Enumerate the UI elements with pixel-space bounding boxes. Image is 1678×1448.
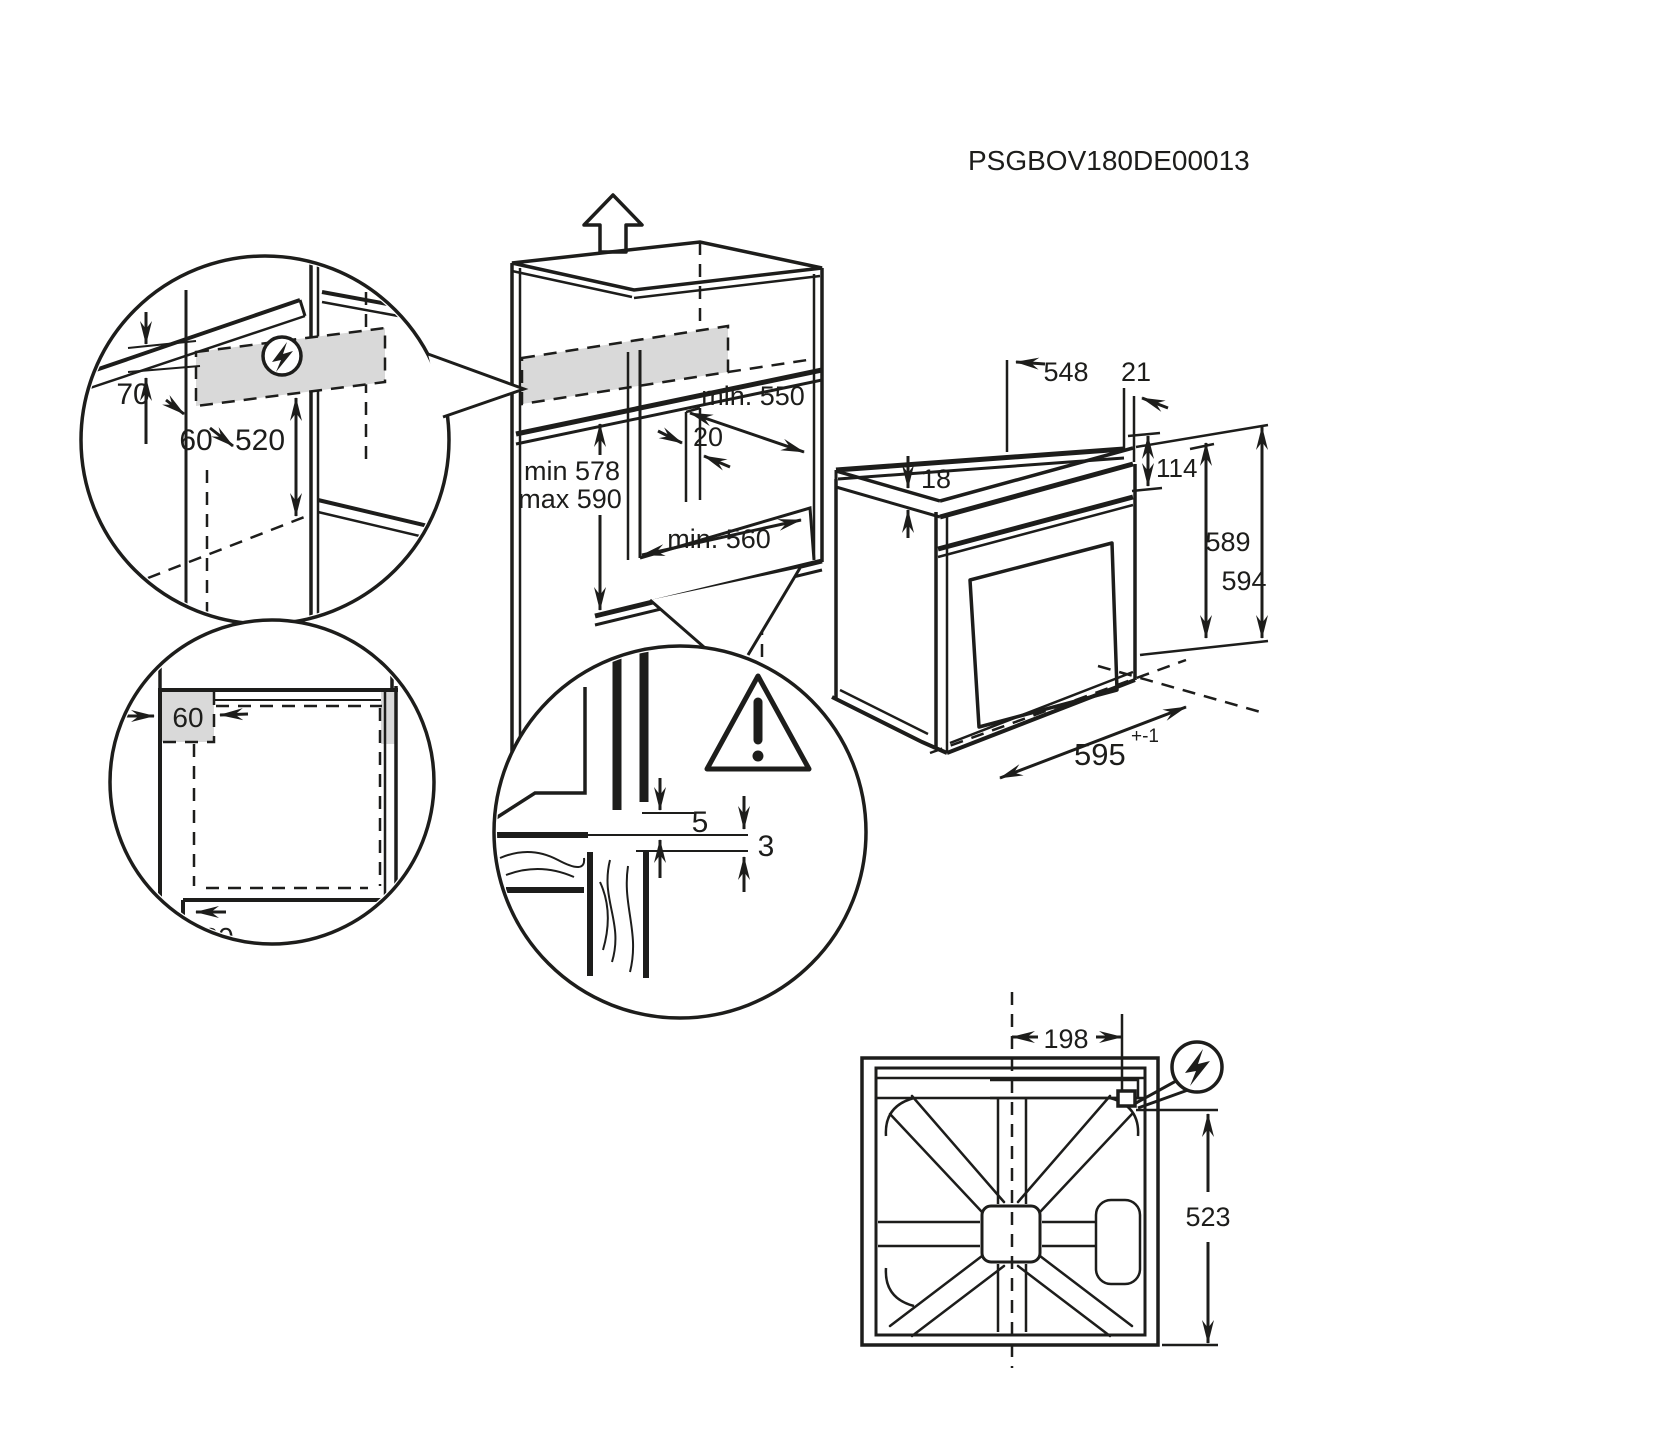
dim-zone-depth: 60 — [162, 395, 234, 457]
dim-control-panel-height: 114 — [1127, 431, 1197, 493]
dim-niche-height: min 578 max 590 — [518, 423, 622, 611]
dim-conduit-offset: 198 — [1011, 1014, 1124, 1090]
dim-top-recess: 18 — [902, 456, 951, 538]
diagram-title: PSGBOV180DE00013 — [968, 145, 1250, 176]
pull-out-arrow-icon — [582, 193, 644, 254]
connection-box — [1116, 1089, 1137, 1108]
dim-oven-depth: 548 — [1005, 357, 1089, 452]
dim-label-plan-60: 60 — [172, 702, 203, 733]
dim-label-70: 70 — [116, 378, 149, 411]
dim-label-18: 18 — [921, 464, 951, 494]
dim-gap-bottom: 3 — [738, 796, 775, 892]
detail-circle-electrical: 70 60 520 — [79, 254, 529, 626]
callout-pointer-electrical — [427, 352, 529, 419]
dim-oven-width: 595 +-1 — [999, 705, 1187, 780]
dim-label-548: 548 — [1043, 357, 1088, 387]
dim-connection-height: 523 — [1136, 1108, 1231, 1347]
detail-circle-gap: 5 3 — [492, 567, 868, 1020]
dim-label-114: 114 — [1156, 453, 1197, 483]
power-icon-rear — [1135, 1040, 1224, 1110]
wood-panel-section — [497, 650, 748, 978]
dim-label-min560: min. 560 — [667, 524, 771, 554]
dim-zone-height: 520 — [235, 397, 302, 517]
dim-zone-gap-above: 70 — [116, 312, 201, 444]
dim-label-max590: max 590 — [518, 484, 622, 514]
detail-circle-plan: 60 20 — [108, 618, 436, 946]
dim-gap-rear: 5 — [654, 778, 709, 878]
dim-rear-clearance: 21 — [1121, 357, 1169, 462]
dim-label-198: 198 — [1043, 1024, 1088, 1054]
dim-label-21: 21 — [1121, 357, 1151, 387]
dim-label-595: 595 — [1074, 737, 1126, 772]
dim-label-520: 520 — [235, 424, 285, 457]
oven-drawing: 548 21 18 114 589 5 — [831, 357, 1269, 780]
dim-label-595-tolerance: +-1 — [1131, 726, 1159, 747]
dim-niche-depth-top: min. 550 — [689, 381, 805, 454]
electrical-zone-shade-cabinet — [522, 326, 728, 404]
dim-niche-depth-bottom: min. 560 — [641, 518, 802, 557]
dim-label-3: 3 — [758, 830, 775, 863]
warning-icon — [704, 673, 812, 772]
back-panel-brace — [878, 1094, 1142, 1338]
clearance-shade-60 — [162, 692, 214, 742]
dim-label-60: 60 — [179, 424, 212, 457]
dim-label-min578: min 578 — [524, 456, 620, 486]
power-icon — [261, 335, 303, 377]
dim-label-5: 5 — [692, 806, 709, 839]
dim-oven-heights: 589 594 — [1135, 423, 1269, 657]
cabinet-drawing: min. 550 20 min 578 max 590 min. 560 — [510, 193, 824, 847]
dim-label-523: 523 — [1185, 1202, 1230, 1232]
plan-right-wall-shade — [381, 692, 395, 744]
dim-panel-thickness: 20 — [657, 422, 731, 471]
dim-label-594: 594 — [1221, 566, 1266, 596]
dim-label-min550: min. 550 — [701, 381, 805, 411]
rear-view-drawing: 198 523 — [860, 992, 1231, 1368]
dim-label-20: 20 — [693, 422, 723, 452]
dim-label-589: 589 — [1205, 527, 1250, 557]
dim-plan-side-clearance: 60 — [118, 702, 249, 733]
